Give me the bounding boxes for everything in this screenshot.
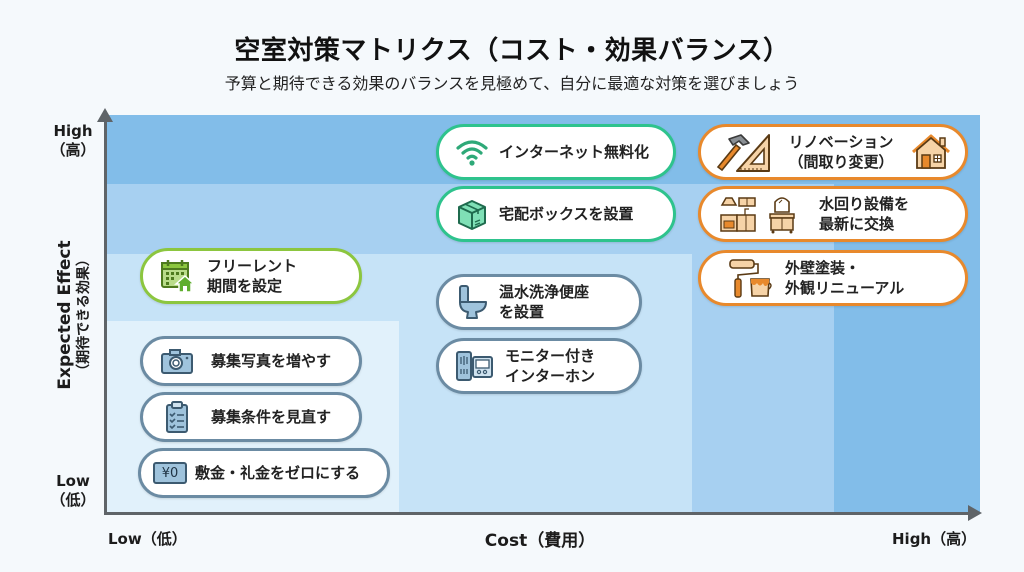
item-review-conditions[interactable]: 募集条件を見直す: [140, 392, 362, 442]
vanity-icon: [767, 194, 797, 234]
item-label: 温水洗浄便座 を設置: [499, 283, 590, 321]
page-subtitle: 予算と期待できる効果のバランスを見極めて、自分に最適な対策を選びましょう: [224, 74, 800, 93]
item-label: フリーレント 期間を設定: [207, 257, 298, 295]
x-axis-arrow-icon: [968, 505, 982, 521]
yen-zero-icon: ¥0: [153, 462, 187, 484]
toilet-icon: [457, 284, 489, 320]
y-axis-title-jp: （期待できる効果）: [76, 252, 92, 378]
x-axis-line: [104, 512, 972, 515]
kitchen-icon: [719, 195, 757, 233]
intercom-icon: [455, 350, 495, 382]
item-water-facilities[interactable]: 水回り設備を 最新に交換: [698, 186, 968, 242]
x-axis-high-label: High（高）: [892, 530, 977, 548]
item-exterior-renewal[interactable]: 外壁塗装・ 外観リニューアル: [698, 250, 968, 306]
item-washlet[interactable]: 温水洗浄便座 を設置: [436, 274, 642, 330]
item-label: 宅配ボックスを設置: [499, 205, 634, 223]
camera-icon: [159, 346, 195, 376]
y-axis-title: Expected Effect （期待できる効果）: [44, 235, 104, 395]
item-label: インターネット無料化: [499, 143, 650, 161]
package-box-icon: [455, 197, 489, 231]
item-label: 外壁塗装・ 外観リニューアル: [785, 259, 905, 297]
wifi-icon: [455, 137, 489, 167]
item-zero-deposit[interactable]: ¥0 敷金・礼金をゼロにする: [138, 448, 390, 498]
x-axis-low-label: Low（低）: [108, 530, 187, 548]
item-monitor-intercom[interactable]: モニター付き インターホン: [436, 338, 642, 394]
hammer-ruler-icon: [715, 131, 771, 173]
item-label: 募集条件を見直す: [211, 408, 332, 426]
y-axis-high-label: High （高）: [50, 122, 96, 159]
page-title: 空室対策マトリクス（コスト・効果バランス）: [234, 36, 790, 66]
y-axis-arrow-icon: [97, 108, 113, 122]
item-label: リノベーション （間取り変更）: [788, 133, 894, 171]
item-label: 募集写真を増やす: [211, 352, 332, 370]
item-delivery-box[interactable]: 宅配ボックスを設置: [436, 186, 676, 242]
y-axis-line: [104, 118, 107, 515]
item-label: 敷金・礼金をゼロにする: [195, 464, 361, 482]
x-axis-title: Cost（費用）: [484, 531, 596, 551]
house-icon: [911, 133, 951, 171]
y-axis-low-label: Low （低）: [50, 472, 96, 509]
item-renovation[interactable]: リノベーション （間取り変更）: [698, 124, 968, 180]
y-axis-title-en: Expected Effect: [55, 240, 75, 390]
item-label: モニター付き インターホン: [505, 347, 596, 385]
clipboard-checklist-icon: [159, 400, 195, 434]
paint-roller-icon: [727, 257, 775, 299]
item-free-internet[interactable]: インターネット無料化: [436, 124, 676, 180]
calendar-house-icon: [159, 257, 197, 295]
item-label: 水回り設備を 最新に交換: [819, 195, 910, 233]
item-more-photos[interactable]: 募集写真を増やす: [140, 336, 362, 386]
item-free-rent[interactable]: フリーレント 期間を設定: [140, 248, 362, 304]
